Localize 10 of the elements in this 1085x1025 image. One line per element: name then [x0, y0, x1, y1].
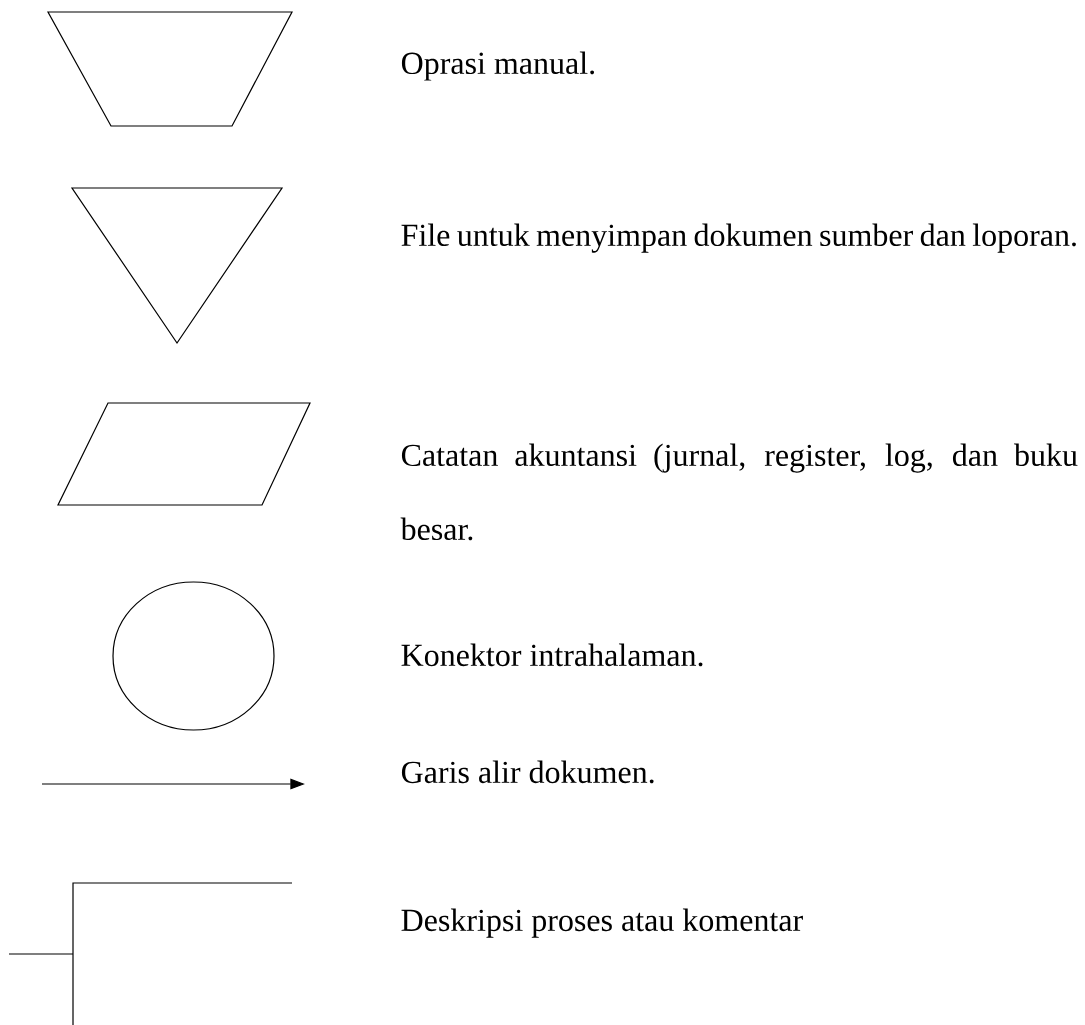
parallelogram-symbol	[57, 402, 311, 506]
description-text: Oprasi manual.	[401, 51, 594, 81]
circle-symbol	[112, 581, 275, 731]
bracket-symbol	[8, 882, 293, 1025]
trapezoid-symbol	[47, 11, 293, 127]
description-text: Catatan akuntansi (jurnal, register, log, dan buku besar.	[400, 443, 1078, 541]
description-text: Konektor intrahalaman.	[401, 643, 703, 667]
description-text: Deskripsi proses atau komentar	[401, 908, 803, 938]
description-text: File untuk menyimpan dokumen sumber dan loporan.	[401, 223, 1076, 253]
description-text: Garis alir dokumen.	[401, 760, 654, 784]
